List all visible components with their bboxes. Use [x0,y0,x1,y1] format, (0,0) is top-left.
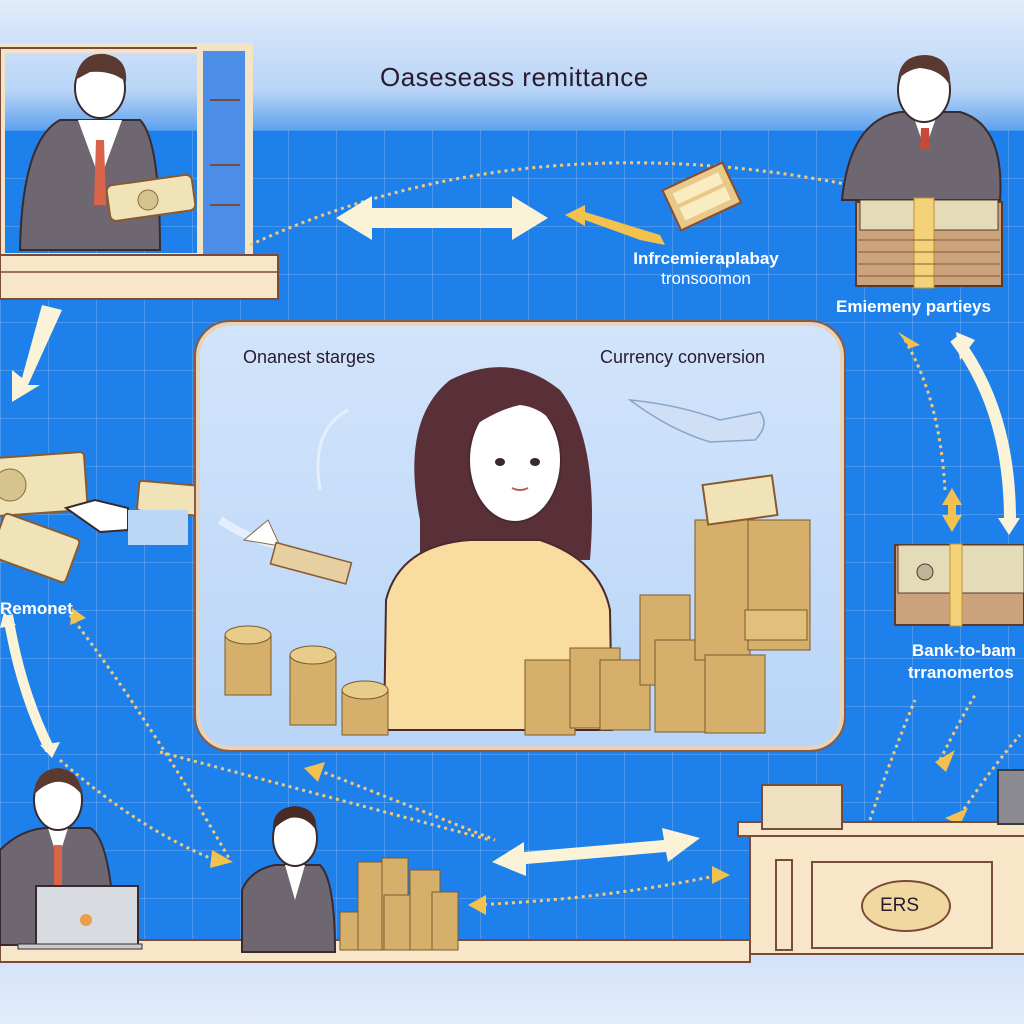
small-gold-arrow [565,205,665,245]
label-intermediary-line2: tronsoomon [661,269,751,288]
banker-window [18,53,197,251]
arrow-head [40,742,60,758]
curved-light-arrow [316,408,349,491]
dotted-flow-arrow [317,768,496,842]
vertical-double-arrow [942,488,962,532]
coin-stacks-left [224,625,389,736]
label-bank-transfer-line2: trranomertos [908,663,1014,682]
label-intermediary-line1: Infrcemieraplabay [633,249,779,268]
arrow-head [956,332,975,360]
arrow-head [998,518,1020,535]
label-currency-conversion: Currency conversion [600,347,766,367]
document-book-icon [661,161,743,232]
arrow-head [468,895,486,915]
woman-with-coins [241,806,459,953]
label-emiemeny-partieys: Emiemeny partieys [836,297,991,316]
banknote [269,541,353,585]
dotted-flow-arrow [249,161,851,247]
label-onanest-starges: Onanest starges [243,347,376,367]
airplane-icon [627,398,765,443]
arrow-head [712,866,730,884]
dotted-flow-arrow [59,758,216,862]
double-arrow [336,196,548,240]
arrow-head [304,762,325,782]
arrow-head [210,850,233,868]
window-counter [0,43,279,300]
cream-arrow-down [12,305,62,402]
coin-stacks-right [524,474,811,736]
desk-sign-ers: ERS [880,895,920,916]
curved-cream-arrow [3,614,55,753]
coin-stacks [339,857,459,951]
double-arrow-bottom [492,828,700,876]
cash-bundle [894,543,1024,627]
curved-cream-arrow [950,334,1016,521]
arrow-head [898,332,920,348]
dotted-flow-arrow [469,873,721,907]
label-remonet: Remonet [0,599,73,618]
arrow-head [0,612,16,628]
bank-desk [737,769,1024,955]
dotted-flow-arrow [903,339,947,491]
banker-with-cash-stack [840,55,1003,289]
arrow-head [70,608,86,625]
laptop-icon [17,885,143,950]
arrow-head [935,750,955,772]
sky-background [0,0,1024,130]
dotted-flow-arrow [938,694,977,761]
man-with-laptop [0,768,143,950]
arrow-head [242,519,281,547]
diagram-title: Oaseseass remittance [380,62,649,92]
dotted-flow-arrow [868,699,917,821]
arrow-head [945,808,968,825]
label-bank-transfer-line1: Bank-to-bam [912,641,1016,660]
